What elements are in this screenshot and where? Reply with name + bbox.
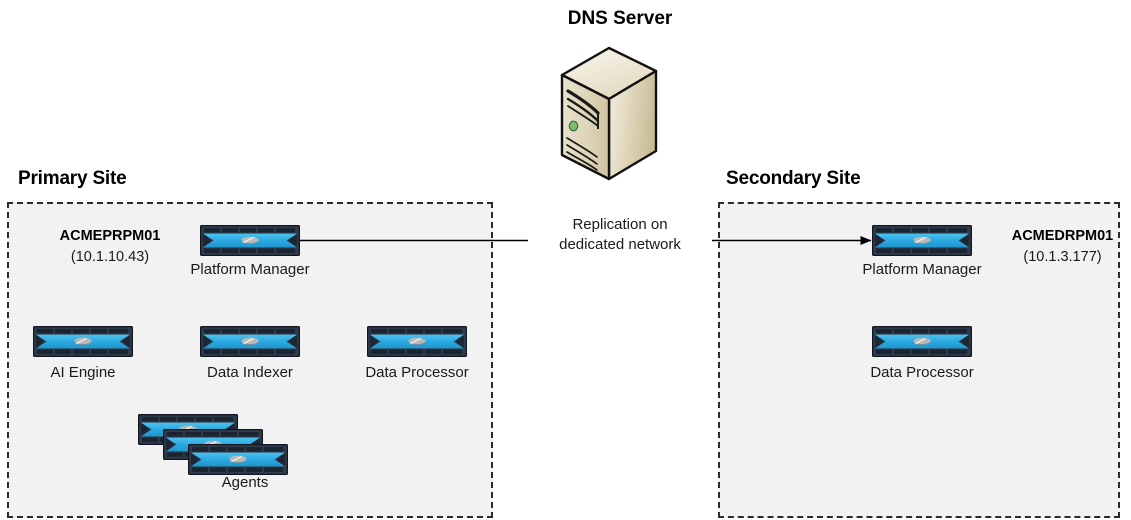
primary-node-data-processor-icon[interactable] (367, 326, 467, 357)
tower-server-icon (552, 43, 664, 183)
secondary-node-data-processor-icon[interactable] (872, 326, 972, 357)
secondary-host-name: ACMEDRPM01 (1011, 228, 1114, 244)
dns-server-title: DNS Server (567, 8, 673, 29)
primary-node-data-indexer-icon[interactable] (200, 326, 300, 357)
replication-label-line2: dedicated network (528, 236, 712, 253)
primary-node-platform-manager-icon[interactable] (200, 225, 300, 256)
primary-node-data-indexer-label: Data Indexer (207, 364, 293, 381)
agents-stack-icon-front[interactable] (188, 444, 288, 475)
secondary-site-title: Secondary Site (726, 168, 861, 189)
primary-site-title: Primary Site (18, 168, 127, 189)
primary-node-agents-label: Agents (221, 474, 269, 491)
primary-node-platform-manager-label: Platform Manager (190, 261, 310, 278)
primary-host-ip: (10.1.10.43) (70, 249, 150, 265)
secondary-node-platform-manager-icon[interactable] (872, 225, 972, 256)
replication-label-line1: Replication on (538, 214, 702, 235)
secondary-host-ip: (10.1.3.177) (1023, 249, 1102, 265)
primary-node-ai-engine-label: AI Engine (50, 364, 116, 381)
secondary-node-platform-manager-label: Platform Manager (862, 261, 982, 278)
secondary-node-data-processor-label: Data Processor (870, 364, 974, 381)
primary-host-name: ACMEPRPM01 (59, 228, 161, 244)
primary-node-ai-engine-icon[interactable] (33, 326, 133, 357)
primary-node-data-processor-label: Data Processor (365, 364, 469, 381)
secondary-site-box (718, 202, 1120, 518)
